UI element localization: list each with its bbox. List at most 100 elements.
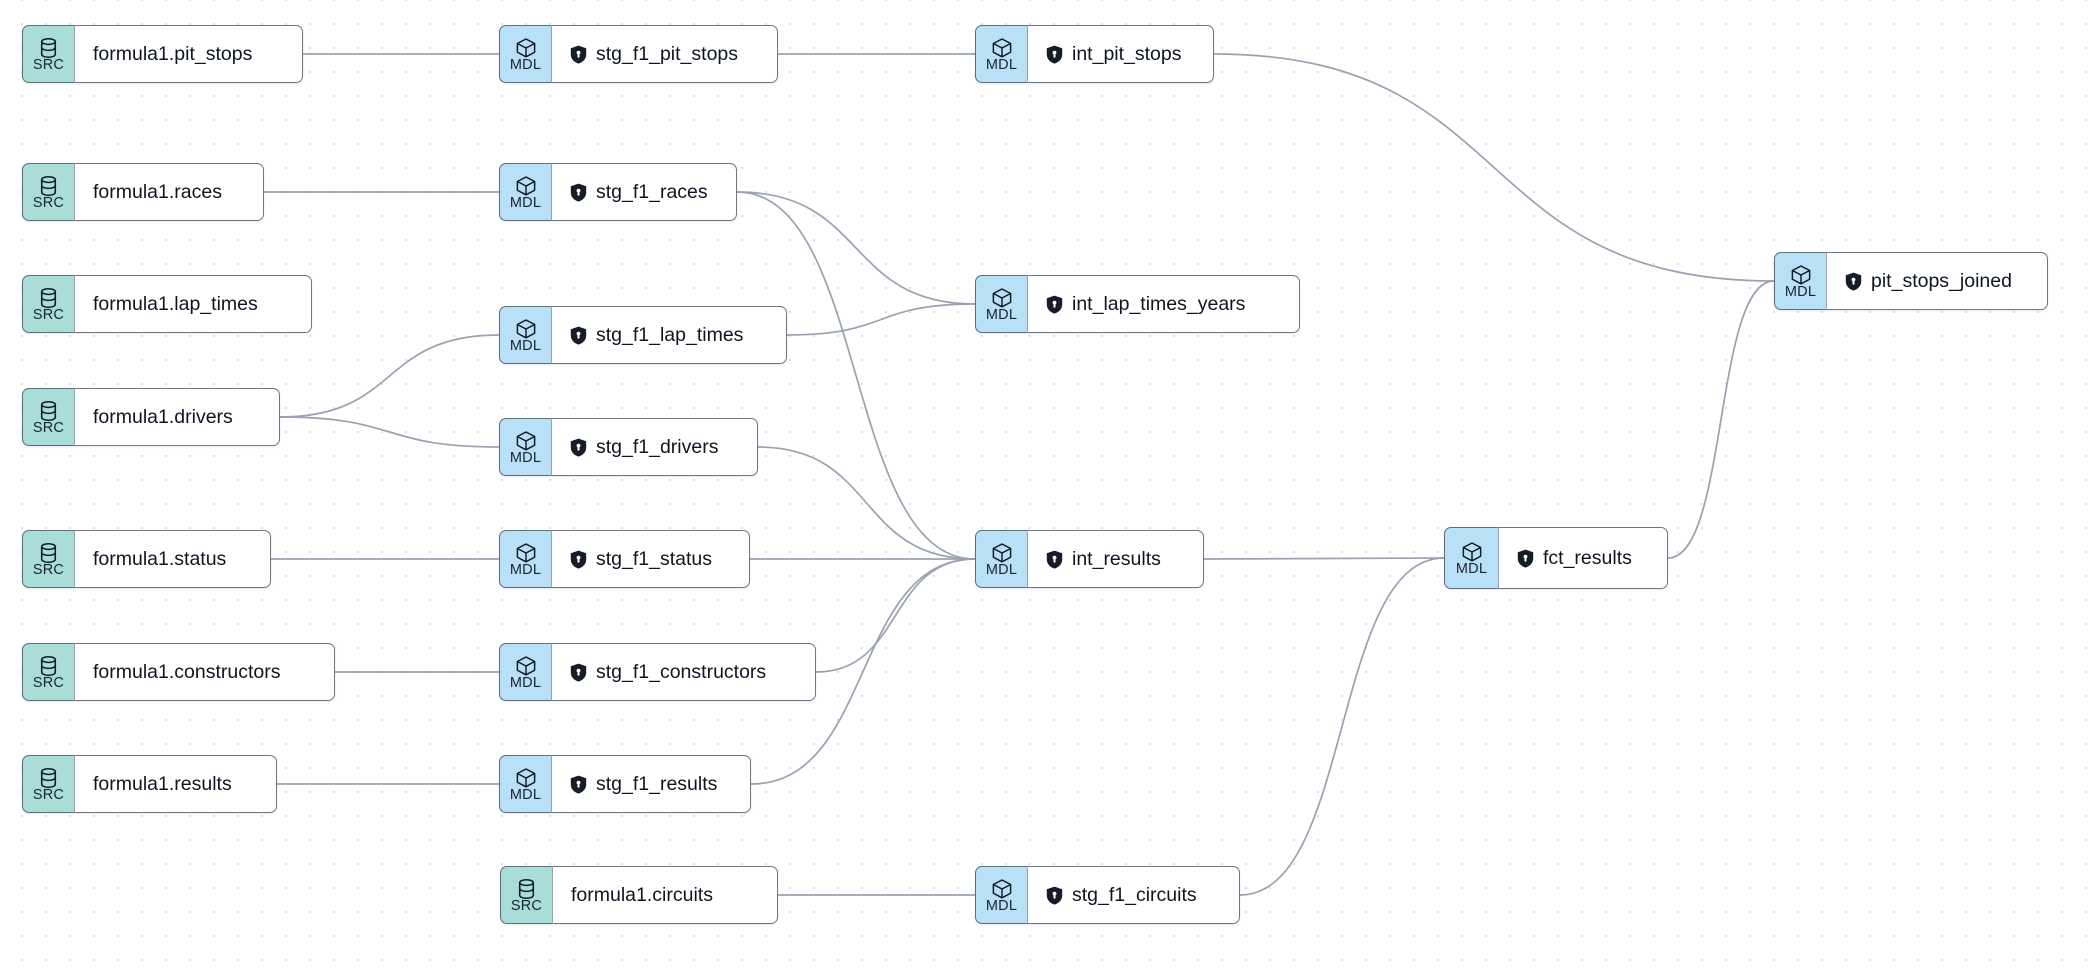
node-body[interactable]: formula1.status bbox=[74, 530, 271, 588]
node-type-label: MDL bbox=[509, 562, 542, 578]
database-icon bbox=[38, 287, 59, 308]
lineage-node-src_pit_stops[interactable]: SRC formula1.pit_stops bbox=[22, 25, 303, 83]
node-body[interactable]: int_results bbox=[1027, 530, 1204, 588]
lineage-node-stg_lap_times[interactable]: MDL stg_f1_lap_times bbox=[499, 306, 787, 364]
node-type-badge: MDL bbox=[975, 866, 1027, 924]
node-type-label: SRC bbox=[32, 562, 65, 578]
node-body[interactable]: stg_f1_drivers bbox=[551, 418, 758, 476]
shield-icon bbox=[570, 663, 587, 682]
node-label: formula1.lap_times bbox=[93, 292, 258, 315]
lineage-edge bbox=[736, 191, 976, 305]
node-type-badge: MDL bbox=[1774, 252, 1826, 310]
node-label: stg_f1_races bbox=[596, 180, 708, 203]
lineage-node-int_pit_stops[interactable]: MDL int_pit_stops bbox=[975, 25, 1214, 83]
node-type-label: SRC bbox=[32, 787, 65, 803]
node-body[interactable]: stg_f1_results bbox=[551, 755, 751, 813]
database-icon bbox=[38, 655, 59, 676]
shield-icon bbox=[570, 438, 587, 457]
shield-icon bbox=[570, 550, 587, 569]
node-type-label: MDL bbox=[509, 57, 542, 73]
node-type-badge: SRC bbox=[22, 755, 74, 813]
lineage-node-stg_drivers[interactable]: MDL stg_f1_drivers bbox=[499, 418, 758, 476]
lineage-edge bbox=[815, 558, 976, 673]
cube-icon bbox=[1790, 264, 1812, 285]
lineage-node-src_drivers[interactable]: SRC formula1.drivers bbox=[22, 388, 280, 446]
node-type-badge: SRC bbox=[22, 163, 74, 221]
lineage-node-stg_status[interactable]: MDL stg_f1_status bbox=[499, 530, 750, 588]
node-label: stg_f1_pit_stops bbox=[596, 42, 739, 65]
node-label: formula1.races bbox=[93, 180, 222, 203]
node-label: stg_f1_lap_times bbox=[596, 323, 744, 346]
shield-icon bbox=[1845, 272, 1862, 291]
node-body[interactable]: formula1.drivers bbox=[74, 388, 280, 446]
node-body[interactable]: formula1.results bbox=[74, 755, 277, 813]
node-type-label: MDL bbox=[985, 57, 1018, 73]
node-body[interactable]: stg_f1_status bbox=[551, 530, 750, 588]
node-body[interactable]: stg_f1_pit_stops bbox=[551, 25, 778, 83]
lineage-node-src_circuits[interactable]: SRC formula1.circuits bbox=[500, 866, 778, 924]
node-type-label: MDL bbox=[509, 450, 542, 466]
node-type-badge: SRC bbox=[22, 388, 74, 446]
node-label: stg_f1_drivers bbox=[596, 435, 719, 458]
lineage-node-stg_pit_stops[interactable]: MDL stg_f1_pit_stops bbox=[499, 25, 778, 83]
lineage-edge bbox=[1213, 53, 1775, 282]
node-body[interactable]: formula1.pit_stops bbox=[74, 25, 303, 83]
node-type-badge: MDL bbox=[499, 755, 551, 813]
node-body[interactable]: stg_f1_races bbox=[551, 163, 737, 221]
node-type-label: SRC bbox=[32, 675, 65, 691]
cube-icon bbox=[515, 318, 537, 339]
cube-icon bbox=[991, 287, 1013, 308]
node-type-badge: MDL bbox=[499, 306, 551, 364]
lineage-edge bbox=[736, 191, 976, 560]
cube-icon bbox=[1461, 541, 1483, 562]
lineage-node-src_status[interactable]: SRC formula1.status bbox=[22, 530, 271, 588]
cube-icon bbox=[991, 542, 1013, 563]
node-type-badge: MDL bbox=[1444, 527, 1498, 589]
shield-icon bbox=[570, 775, 587, 794]
cube-icon bbox=[515, 542, 537, 563]
lineage-node-src_races[interactable]: SRC formula1.races bbox=[22, 163, 264, 221]
lineage-edge bbox=[757, 446, 976, 560]
lineage-node-src_results[interactable]: SRC formula1.results bbox=[22, 755, 277, 813]
node-label: int_pit_stops bbox=[1072, 42, 1182, 65]
node-label: formula1.circuits bbox=[571, 883, 713, 906]
node-body[interactable]: formula1.constructors bbox=[74, 643, 335, 701]
node-label: stg_f1_constructors bbox=[596, 660, 767, 683]
database-icon bbox=[38, 542, 59, 563]
node-body[interactable]: formula1.lap_times bbox=[74, 275, 312, 333]
shield-icon bbox=[1046, 886, 1063, 905]
node-label: formula1.drivers bbox=[93, 405, 233, 428]
database-icon bbox=[38, 767, 59, 788]
node-type-label: SRC bbox=[32, 57, 65, 73]
database-icon bbox=[38, 400, 59, 421]
node-body[interactable]: stg_f1_constructors bbox=[551, 643, 816, 701]
node-body[interactable]: int_lap_times_years bbox=[1027, 275, 1300, 333]
node-body[interactable]: int_pit_stops bbox=[1027, 25, 1214, 83]
node-body[interactable]: pit_stops_joined bbox=[1826, 252, 2048, 310]
cube-icon bbox=[515, 767, 537, 788]
node-type-badge: MDL bbox=[499, 25, 551, 83]
cube-icon bbox=[515, 655, 537, 676]
node-body[interactable]: stg_f1_circuits bbox=[1027, 866, 1240, 924]
node-body[interactable]: fct_results bbox=[1498, 527, 1668, 589]
lineage-node-stg_circuits[interactable]: MDL stg_f1_circuits bbox=[975, 866, 1240, 924]
cube-icon bbox=[515, 175, 537, 196]
node-label: formula1.results bbox=[93, 772, 232, 795]
node-type-label: MDL bbox=[985, 898, 1018, 914]
lineage-node-src_constructors[interactable]: SRC formula1.constructors bbox=[22, 643, 335, 701]
cube-icon bbox=[515, 430, 537, 451]
database-icon bbox=[516, 878, 537, 899]
node-body[interactable]: formula1.races bbox=[74, 163, 264, 221]
node-type-badge: SRC bbox=[500, 866, 552, 924]
node-body[interactable]: formula1.circuits bbox=[552, 866, 778, 924]
node-body[interactable]: stg_f1_lap_times bbox=[551, 306, 787, 364]
